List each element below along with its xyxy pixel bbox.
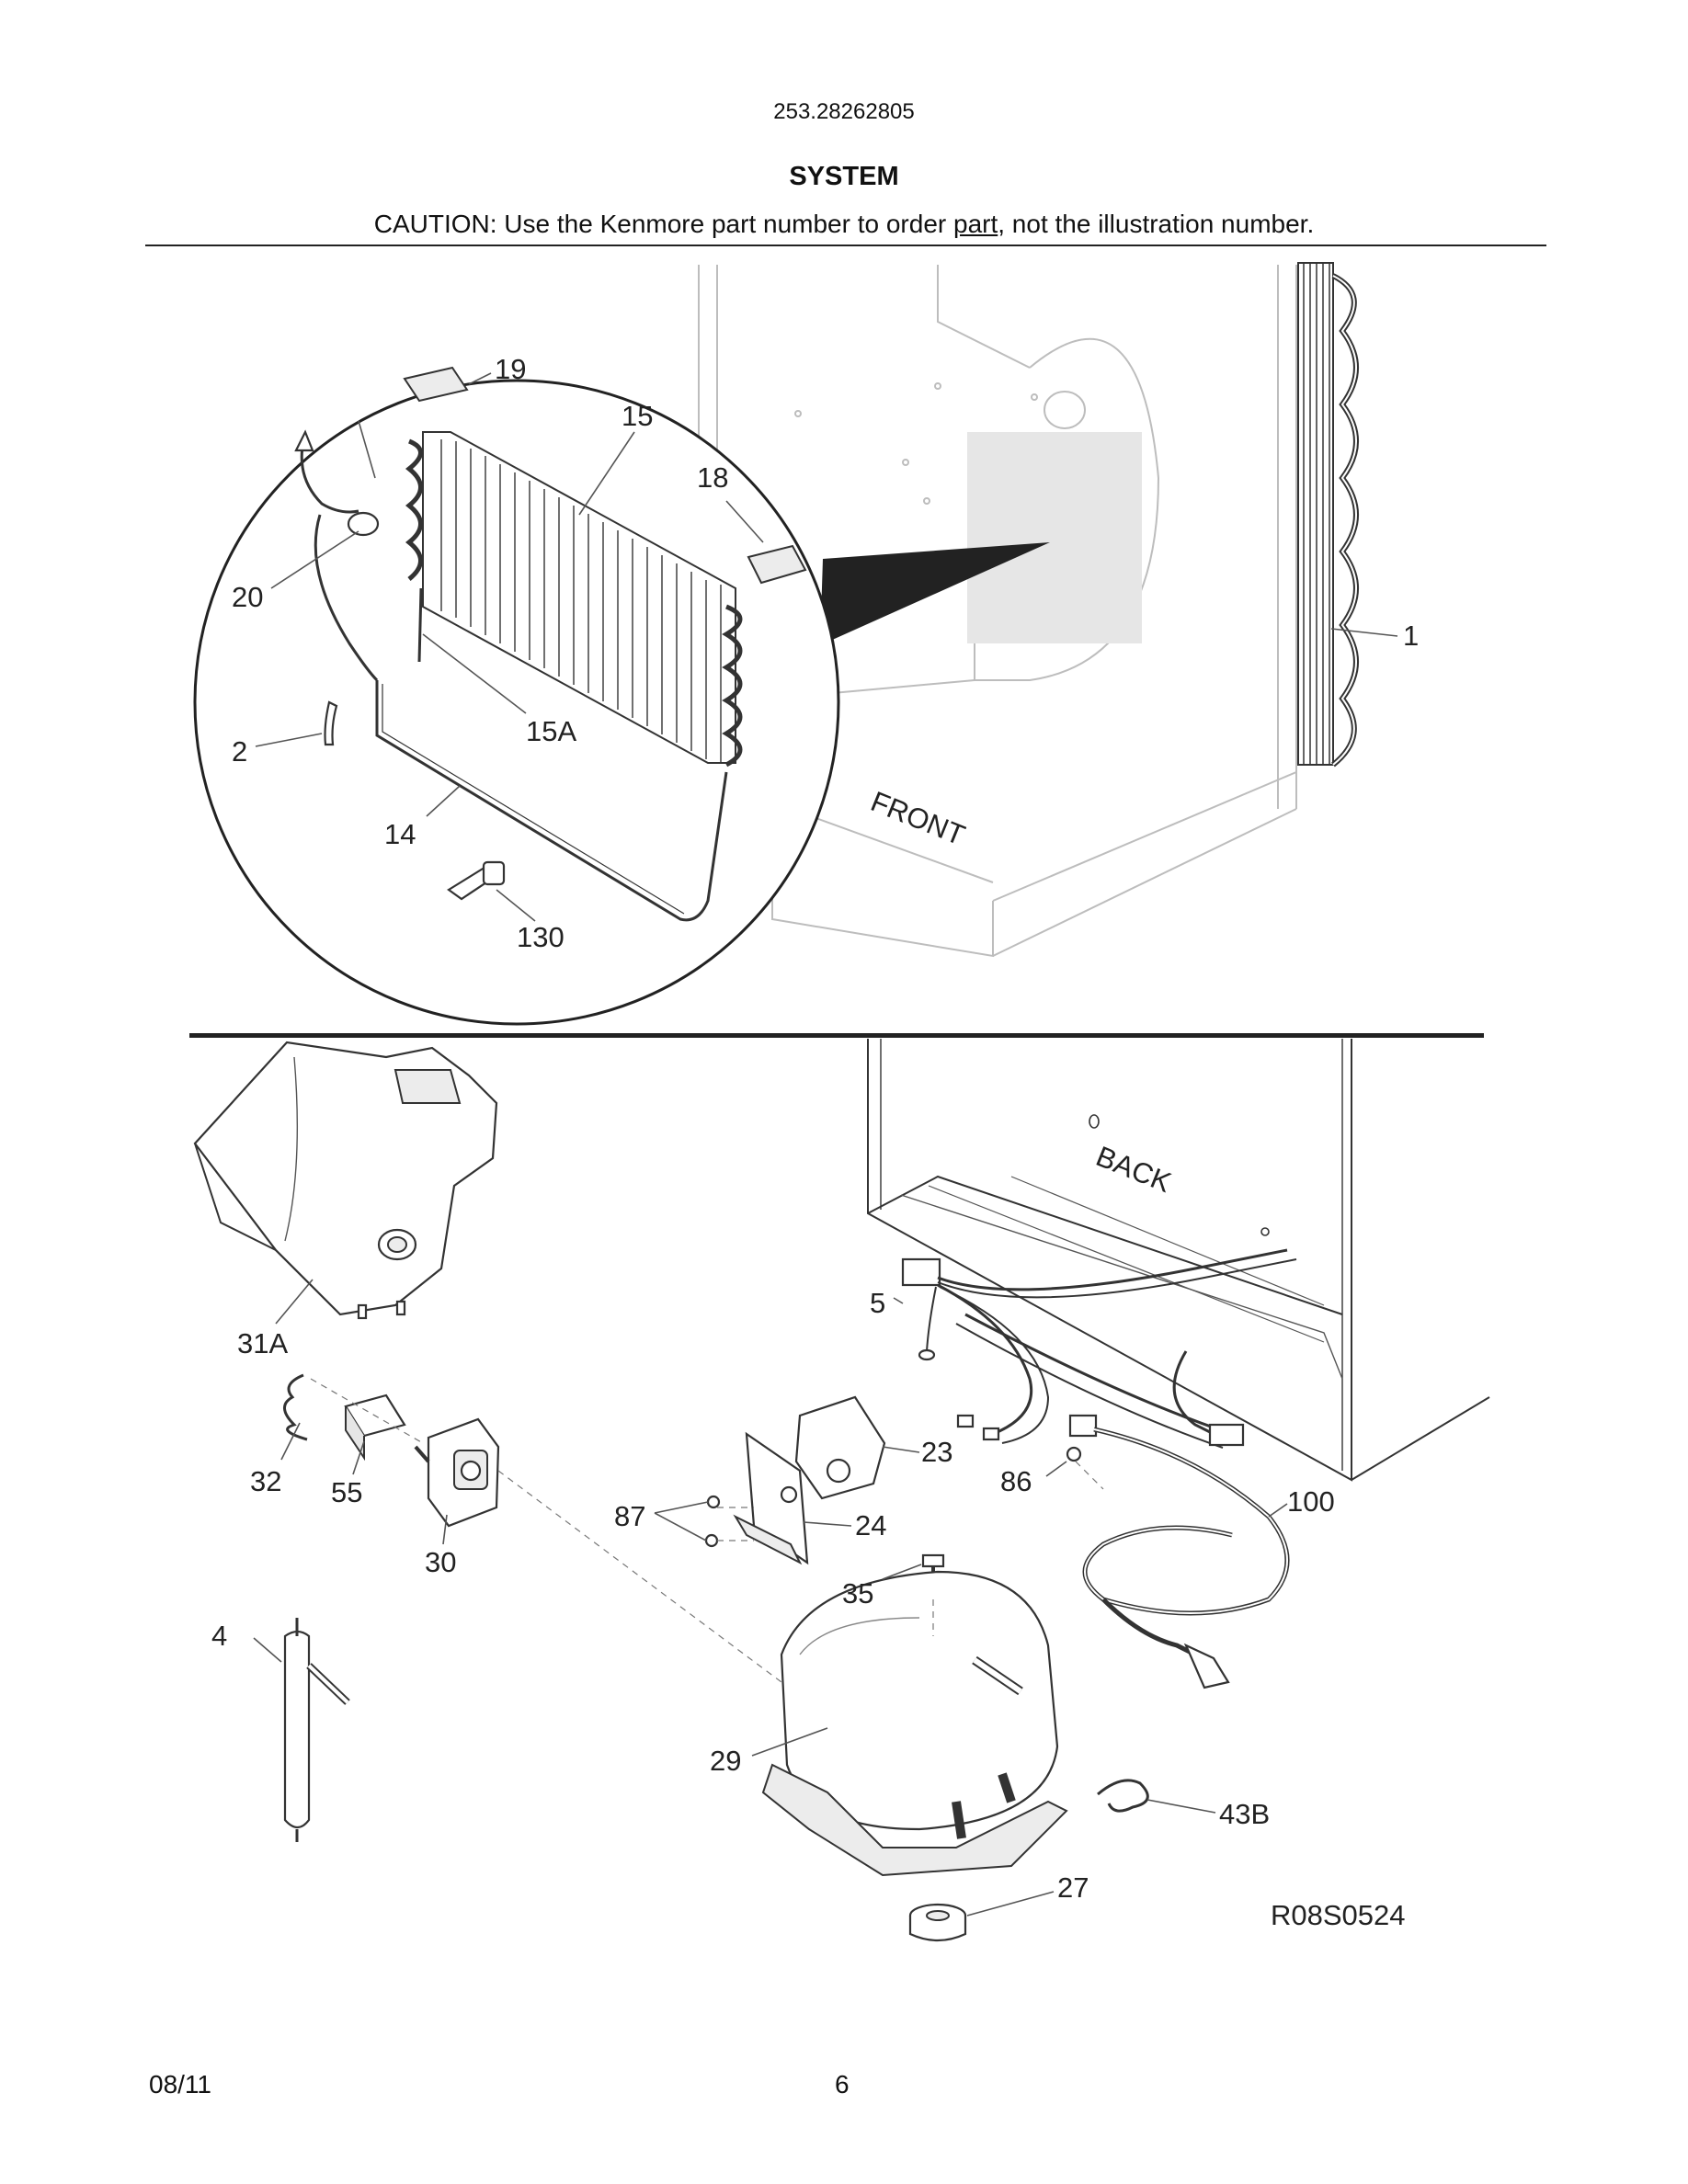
callout-15: 15 <box>622 400 653 432</box>
page-number: 6 <box>835 2070 850 2099</box>
callout-19: 19 <box>495 353 526 385</box>
callout-100: 100 <box>1287 1485 1335 1518</box>
callout-31a: 31A <box>237 1327 288 1359</box>
callout-29: 29 <box>710 1745 741 1777</box>
callout-5: 5 <box>870 1287 885 1319</box>
footer-date: 08/11 <box>149 2070 211 2099</box>
section-divider <box>189 1033 1484 1038</box>
condenser-coil <box>1297 262 1359 768</box>
callout-4: 4 <box>211 1620 227 1652</box>
pad-part-18 <box>747 544 807 585</box>
clip-part-2 <box>324 700 338 746</box>
callout-14: 14 <box>384 818 416 850</box>
detail-zoom-circle <box>193 379 840 1026</box>
callout-15a: 15A <box>526 715 576 747</box>
wire-part-20 <box>300 440 359 514</box>
clip-part-32 <box>283 1373 308 1441</box>
harness-part-14 <box>375 680 728 922</box>
callout-27: 27 <box>1057 1871 1089 1904</box>
callout-86: 86 <box>1000 1465 1032 1497</box>
cabinet-outline-lower <box>867 1039 1490 1482</box>
callout-23: 23 <box>921 1436 952 1468</box>
evaporator <box>405 431 743 768</box>
back-text: BACK <box>1091 1140 1176 1199</box>
bracket-part-24 <box>733 1431 809 1565</box>
callout-35: 35 <box>842 1577 873 1610</box>
clip-part-43b <box>1097 1779 1149 1813</box>
housing-part-31a <box>193 1041 498 1320</box>
callout-87: 87 <box>614 1500 645 1532</box>
callout-2: 2 <box>232 735 247 768</box>
callout-32: 32 <box>250 1465 281 1497</box>
callout-1: 1 <box>1403 620 1419 652</box>
caution-text-underlined: part <box>953 210 998 238</box>
power-cord-part-100 <box>1068 1414 1290 1689</box>
diagram-id: R08S0524 <box>1271 1899 1406 1931</box>
callout-130: 130 <box>517 921 565 953</box>
caution-text-start: CAUTION: Use the Kenmore part number to … <box>373 210 953 238</box>
callout-55: 55 <box>331 1476 362 1508</box>
zoom-pointer <box>820 542 1050 645</box>
callout-24: 24 <box>855 1509 886 1541</box>
callout-43b: 43B <box>1219 1798 1270 1830</box>
callout-18: 18 <box>697 461 728 494</box>
callout-20: 20 <box>232 581 263 613</box>
header-divider <box>145 245 1546 246</box>
motor-part-30 <box>414 1417 500 1528</box>
evaporator-cavity <box>967 432 1142 643</box>
caution-text-end: , not the illustration number. <box>998 210 1315 238</box>
callout-30: 30 <box>425 1546 456 1578</box>
screw-part-86 <box>1066 1446 1082 1462</box>
harness-part-5 <box>901 1248 1297 1449</box>
screw-part-87 <box>706 1495 721 1509</box>
bulb-part-20 <box>347 511 380 537</box>
assembly-guides <box>310 1378 1104 1683</box>
pad-part-19 <box>403 366 469 403</box>
compressor-part-29 <box>761 1570 1068 1877</box>
grommet-part-27 <box>908 1903 967 1942</box>
section-title: SYSTEM <box>789 162 899 191</box>
caution-note: CAUTION: Use the Kenmore part number to … <box>0 210 1688 239</box>
model-number: 253.28262805 <box>773 99 915 124</box>
drier-part-4 <box>283 1618 350 1842</box>
timer-part-23 <box>794 1395 886 1500</box>
